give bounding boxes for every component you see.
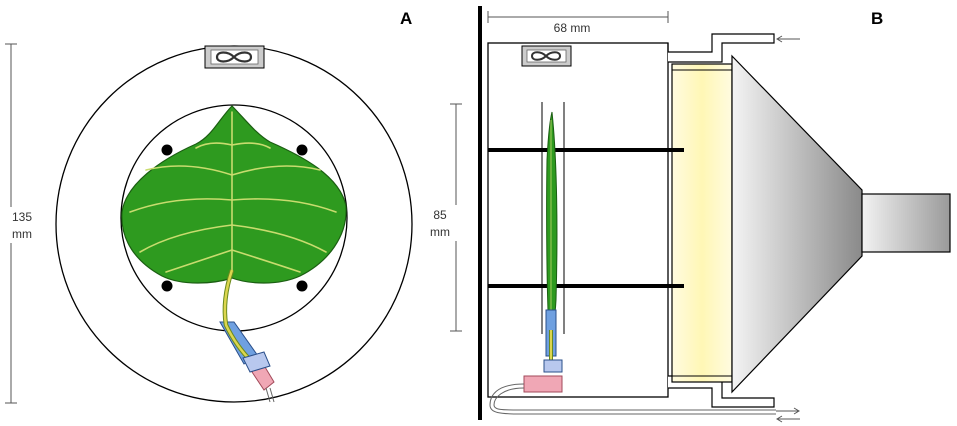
leaf xyxy=(121,105,347,284)
mounting-screw xyxy=(296,280,308,292)
inner-diameter-unit: mm xyxy=(430,225,450,239)
petiole-assembly xyxy=(219,269,275,403)
petiole-assembly-side xyxy=(489,309,776,415)
light-panel xyxy=(671,63,733,383)
chamber-depth-dimension: 68 mm xyxy=(487,11,669,36)
outer-diameter-value: 135 xyxy=(12,210,32,224)
inner-diameter-dimension: 85 mm xyxy=(426,103,462,332)
panel-a: A 135 mm xyxy=(2,9,413,404)
mounting-screw xyxy=(161,144,173,156)
sensor-module-side xyxy=(521,45,572,67)
infinity-icon xyxy=(215,51,253,63)
inner-diameter-value: 85 xyxy=(433,208,447,222)
light-cone xyxy=(731,54,863,394)
light-source-housing xyxy=(861,193,951,253)
mounting-screw xyxy=(296,144,308,156)
panel-b-label: B xyxy=(871,9,883,28)
chamber-depth-value: 68 mm xyxy=(554,21,591,35)
sensor-module xyxy=(204,45,265,69)
panel-a-label: A xyxy=(400,9,412,28)
outer-diameter-unit: mm xyxy=(12,227,32,241)
infinity-icon xyxy=(530,51,562,61)
mounting-screw xyxy=(161,280,173,292)
outer-diameter-dimension: 135 mm xyxy=(2,43,42,404)
panel-b: B 68 mm 85 mm xyxy=(426,6,951,423)
chamber-body xyxy=(487,42,669,398)
